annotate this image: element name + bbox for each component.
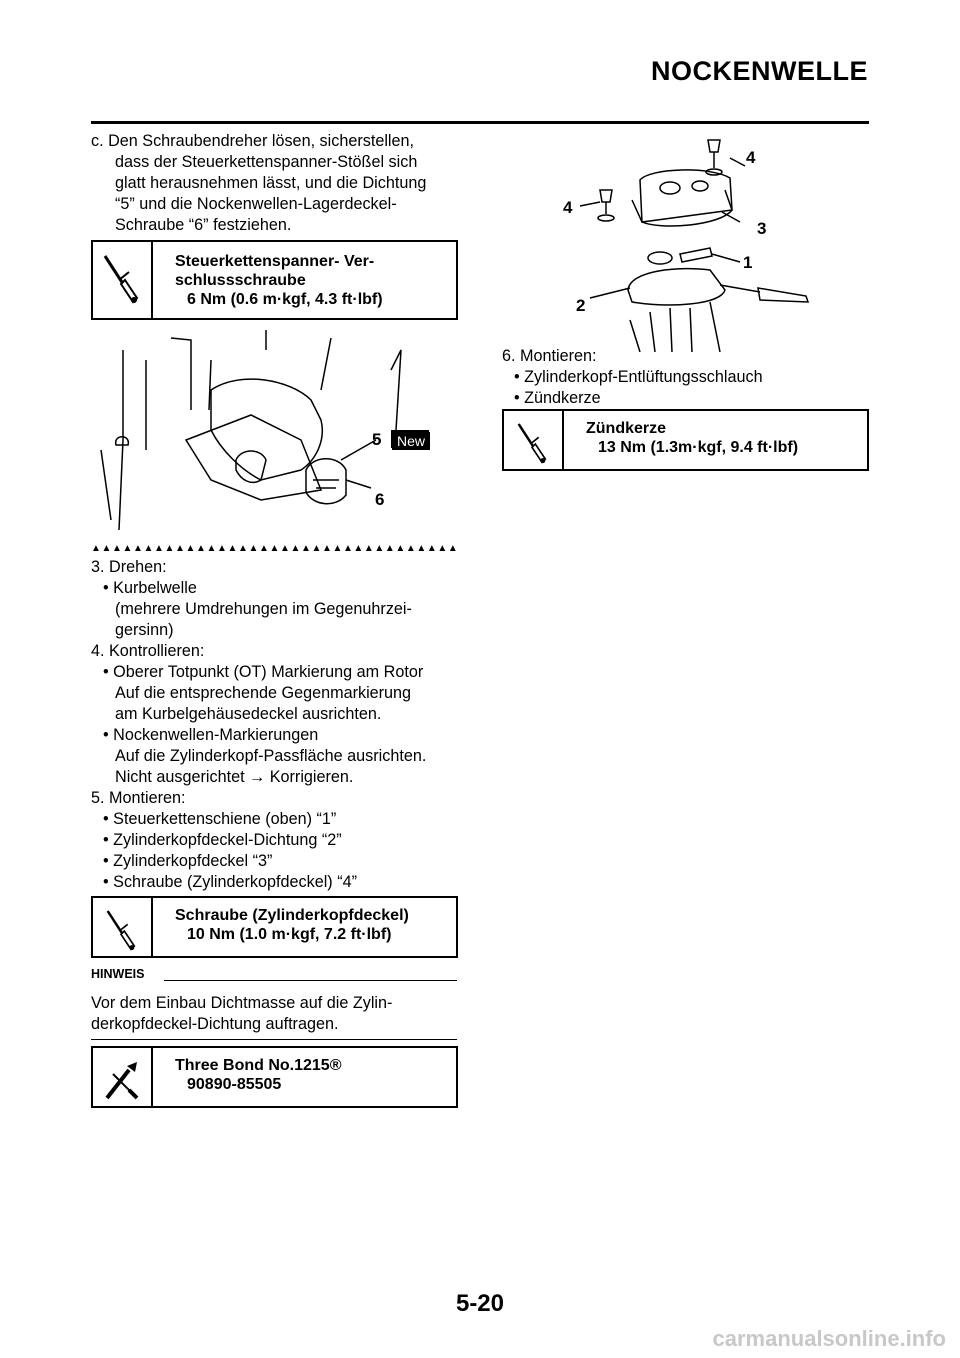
- page-title: NOCKENWELLE: [651, 56, 868, 86]
- spec4-value: 13 Nm (1.3m·kgf, 9.4 ft·lbf): [598, 439, 799, 456]
- header-rule: [91, 121, 869, 124]
- spec1-title-line1: Steuerkettenspanner- Ver-: [175, 253, 375, 270]
- spec3-title: Three Bond No.1215®: [175, 1057, 342, 1074]
- step-6-item-1: • Zylinderkopf-Entlüftungsschlauch: [514, 368, 763, 386]
- torque-wrench-icon: [93, 898, 153, 956]
- sealant-tool-icon: [93, 1048, 153, 1106]
- new-badge: New: [392, 432, 430, 450]
- torque-wrench-icon: [93, 242, 153, 318]
- note-rule: [164, 980, 457, 981]
- step-5-item-1: • Steuerkettenschiene (oben) “1”: [103, 810, 337, 828]
- step-c-line-1: c. Den Schraubendreher lösen, sicherstel…: [91, 132, 415, 150]
- fig2-label-4-left: 4: [563, 198, 573, 217]
- step-5-item-4: • Schraube (Zylinderkopfdeckel) “4”: [103, 873, 357, 891]
- fig2-label-1: 1: [743, 253, 753, 272]
- page-number: 5-20: [455, 1290, 505, 1317]
- note-end-rule: [91, 1039, 457, 1040]
- step-6: 6. Montieren:: [502, 347, 597, 365]
- note-label: HINWEIS: [91, 967, 145, 981]
- cylinder-head-cover-figure: [579, 139, 810, 352]
- fig1-label-5: 5: [372, 430, 382, 449]
- step-5: 5. Montieren:: [91, 789, 186, 807]
- step-3-item-1-note-2: gersinn): [115, 621, 174, 639]
- step-c-line-5: Schraube “6” festziehen.: [115, 216, 292, 234]
- fig2-label-4-top: 4: [746, 148, 756, 167]
- spec2-value: 10 Nm (1.0 m·kgf, 7.2 ft·lbf): [187, 926, 392, 943]
- spec1-value: 6 Nm (0.6 m·kgf, 4.3 ft·lbf): [187, 291, 383, 308]
- spec-box-cover-bolt: Schraube (Zylinderkopfdeckel) 10 Nm (1.0…: [91, 896, 458, 958]
- step-c-line-3: glatt herausnehmen lässt, und die Dichtu…: [115, 174, 427, 192]
- spec-box-sealant: Three Bond No.1215® 90890-85505: [91, 1046, 458, 1108]
- torque-wrench-icon: [504, 411, 564, 469]
- spec-box-tensioner-cap-bolt: Steuerkettenspanner- Ver- schlussschraub…: [91, 240, 458, 320]
- step-4-item-2-note-1: Auf die Zylinderkopf-Passfläche ausricht…: [115, 747, 427, 765]
- step-6-item-2: • Zündkerze: [514, 389, 601, 407]
- note-text-line-2: derkopfdeckel-Dichtung auftragen.: [91, 1015, 339, 1033]
- fig2-label-3: 3: [757, 219, 767, 238]
- step-3-item-1-note-1: (mehrere Umdrehungen im Gegenuhrzei-: [115, 600, 412, 618]
- step-3-item-1: • Kurbelwelle: [103, 579, 197, 597]
- step-5-item-2: • Zylinderkopfdeckel-Dichtung “2”: [103, 831, 342, 849]
- step-4-item-1-note-1: Auf die entsprechende Gegenmarkierung: [115, 684, 412, 702]
- step-4-item-2: • Nockenwellen-Markierungen: [103, 726, 319, 744]
- step-4-item-1-note-2: am Kurbelgehäusedeckel ausrichten.: [115, 705, 382, 723]
- step-4-item-2-note-2: Nicht ausgerichtet → Korrigieren.: [115, 768, 354, 786]
- step-c-line-2: dass der Steuerkettenspanner-Stößel sich: [115, 153, 418, 171]
- step-4-item-1: • Oberer Totpunkt (OT) Markierung am Rot…: [103, 663, 424, 681]
- spec4-title: Zündkerze: [586, 420, 667, 437]
- spec1-title-line2: schlussschraube: [175, 272, 306, 289]
- fig2-label-2: 2: [576, 296, 586, 315]
- step-c-line-4: “5” und die Nockenwellen-Lagerdeckel-: [115, 195, 397, 213]
- spec3-value: 90890-85505: [187, 1076, 282, 1093]
- spec-box-spark-plug: Zündkerze 13 Nm (1.3m·kgf, 9.4 ft·lbf): [502, 409, 869, 471]
- step-5-item-3: • Zylinderkopfdeckel “3”: [103, 852, 273, 870]
- watermark: carmanualsonline.info: [712, 1326, 947, 1351]
- end-of-procedure-marks: ▲▲▲▲▲▲▲▲▲▲▲▲▲▲▲▲▲▲▲▲▲▲▲▲▲▲▲▲▲▲▲▲▲▲▲▲▲▲▲▲: [91, 543, 457, 554]
- spec2-title: Schraube (Zylinderkopfdeckel): [175, 907, 409, 924]
- note-text-line-1: Vor dem Einbau Dichtmasse auf die Zylin-: [91, 994, 393, 1012]
- step-3: 3. Drehen:: [91, 558, 167, 576]
- fig1-label-6: 6: [375, 490, 385, 509]
- step-4: 4. Kontrollieren:: [91, 642, 205, 660]
